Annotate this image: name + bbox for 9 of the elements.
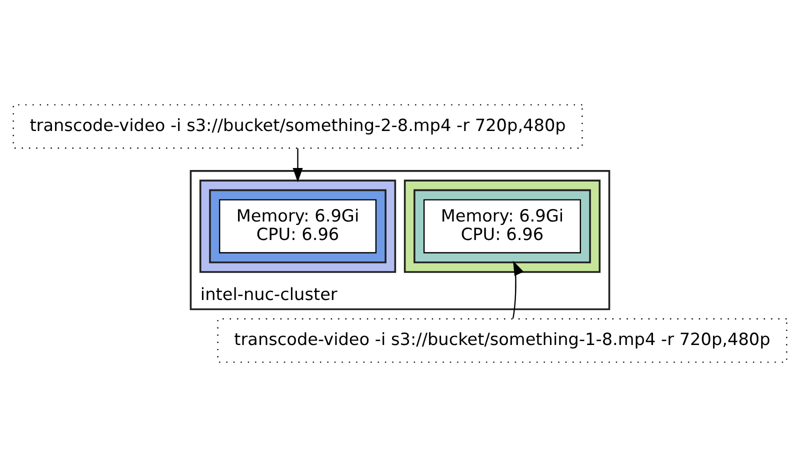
cluster <box>199 179 396 272</box>
node-box: Memory: 6.9Gi CPU: 6.96 <box>423 198 581 253</box>
node-box: transcode-video -i s3://bucket/something-1-8.mp4 -r 720p,480p <box>217 318 788 362</box>
cluster <box>209 188 386 263</box>
cluster <box>414 188 591 263</box>
node-box: transcode-video -i s3://bucket/something-2-8.mp4 -r 720p,480p <box>12 104 583 148</box>
arrow <box>292 148 303 182</box>
node-box: Memory: 6.9Gi CPU: 6.96 <box>219 198 377 253</box>
cluster <box>404 179 601 272</box>
